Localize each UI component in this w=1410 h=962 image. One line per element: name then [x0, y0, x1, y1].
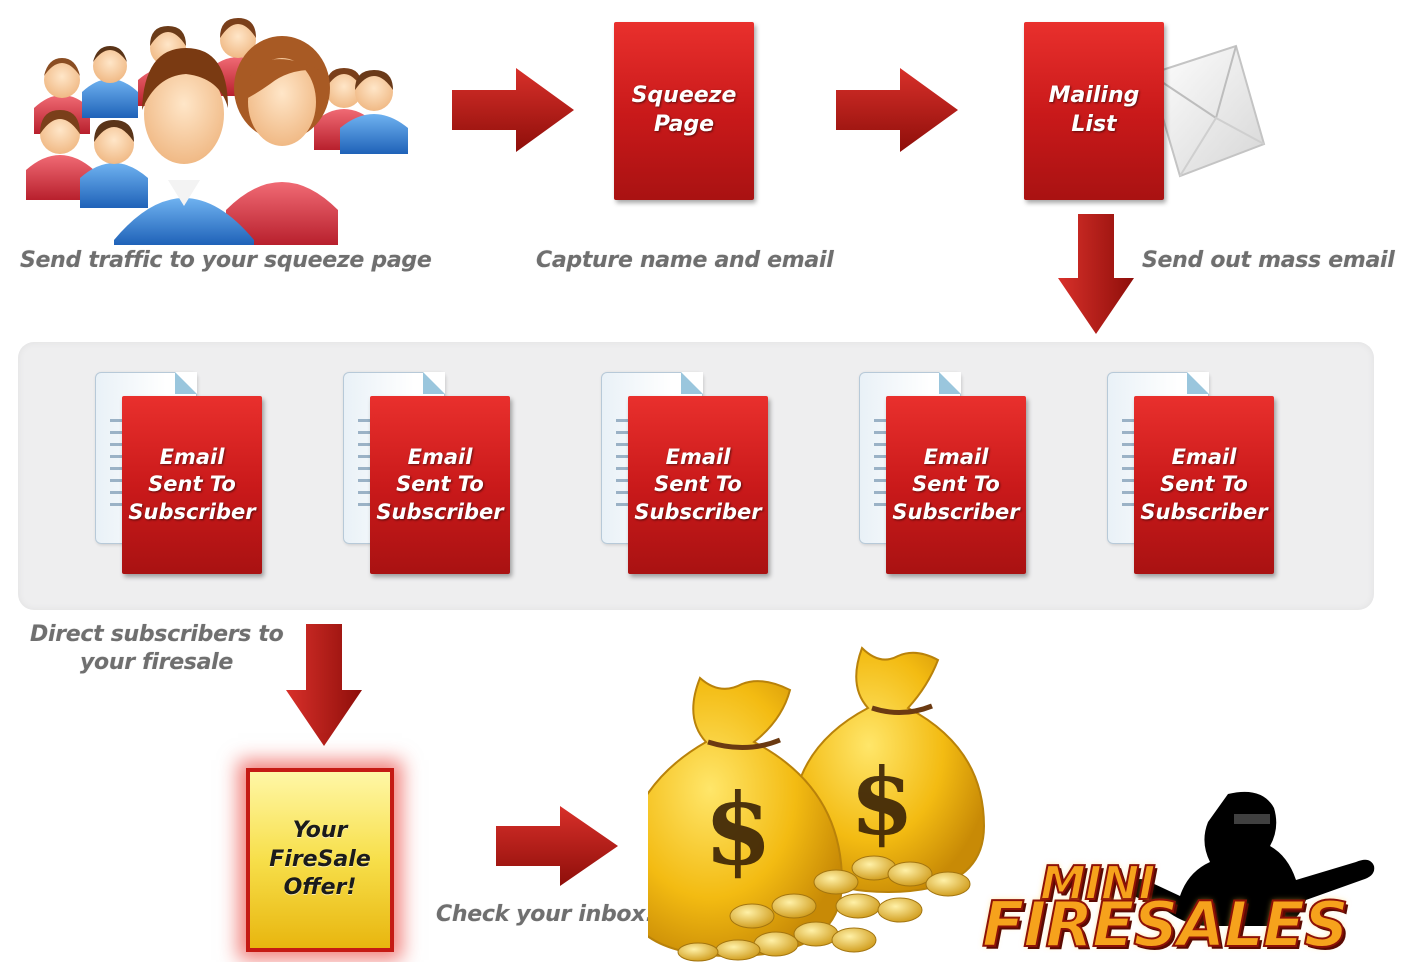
- gunman-silhouette-icon: [1128, 791, 1375, 926]
- mailing-line-2: List: [1071, 112, 1117, 137]
- people-group-icon: [26, 18, 408, 245]
- offer-line-1: Your: [292, 818, 348, 844]
- caption-mass-email: Send out mass email: [1142, 248, 1395, 273]
- arrow-down-icon: [1058, 214, 1134, 334]
- email-line-2: Sent To: [1160, 472, 1248, 497]
- squeeze-line-1: Squeeze: [631, 83, 737, 109]
- caption-direct-line-2: your firesale: [80, 650, 234, 675]
- svg-text:$: $: [850, 748, 914, 856]
- email-sent-box: Email Sent To Subscriber: [886, 396, 1026, 574]
- arrow-right-icon: [452, 68, 574, 152]
- caption-direct-line-1: Direct subscribers to: [30, 622, 284, 647]
- email-line-3: Subscriber: [128, 499, 256, 524]
- mini-firesales-logo: MINI FIRESALES: [978, 788, 1398, 962]
- email-line-3: Subscriber: [376, 499, 504, 524]
- squeeze-page-box: Squeeze Page: [614, 22, 754, 200]
- arrow-right-icon: [836, 68, 958, 152]
- email-line-3: Subscriber: [634, 499, 762, 524]
- caption-check-inbox: Check your inbox!: [436, 902, 655, 927]
- offer-line-3: Offer!: [283, 875, 357, 901]
- mailing-list-box: Mailing List: [1024, 22, 1164, 200]
- envelope-icon: [1148, 44, 1266, 178]
- email-line-1: Email: [665, 445, 731, 470]
- money-bags-icon: $ $: [648, 646, 986, 962]
- email-sent-box: Email Sent To Subscriber: [628, 396, 768, 574]
- caption-capture: Capture name and email: [536, 248, 834, 273]
- email-line-2: Sent To: [654, 472, 742, 497]
- email-line-2: Sent To: [396, 472, 484, 497]
- email-line-3: Subscriber: [1140, 499, 1268, 524]
- email-line-1: Email: [407, 445, 473, 470]
- logo-firesales: FIRESALES: [981, 887, 1350, 962]
- email-line-3: Subscriber: [892, 499, 1020, 524]
- email-line-1: Email: [159, 445, 225, 470]
- squeeze-line-2: Page: [653, 112, 715, 137]
- firesale-offer-box: Your FireSale Offer!: [246, 768, 394, 952]
- email-sent-box: Email Sent To Subscriber: [370, 396, 510, 574]
- mailing-line-1: Mailing: [1048, 83, 1140, 109]
- email-line-2: Sent To: [912, 472, 1000, 497]
- arrow-right-icon: [496, 806, 618, 886]
- arrow-down-icon: [286, 624, 362, 746]
- caption-send-traffic: Send traffic to your squeeze page: [20, 248, 432, 273]
- email-line-2: Sent To: [148, 472, 236, 497]
- svg-text:$: $: [704, 773, 772, 888]
- email-line-1: Email: [923, 445, 989, 470]
- email-line-1: Email: [1171, 445, 1237, 470]
- email-sent-box: Email Sent To Subscriber: [1134, 396, 1274, 574]
- email-sent-box: Email Sent To Subscriber: [122, 396, 262, 574]
- offer-line-2: FireSale: [269, 846, 371, 872]
- logo-mini: MINI: [1039, 855, 1157, 911]
